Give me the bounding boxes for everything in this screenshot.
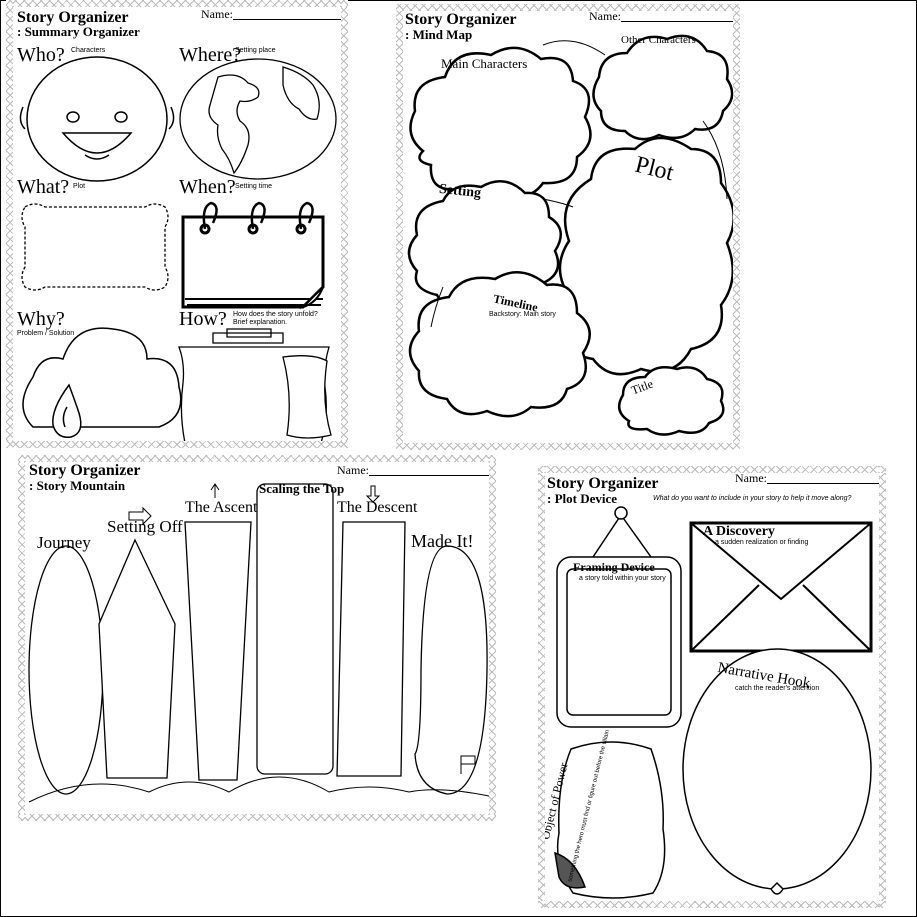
why-label: Why? [17, 308, 65, 330]
plotdevice-name-field[interactable]: Name: [735, 473, 879, 484]
discovery-hint: a sudden realization or finding [715, 539, 809, 546]
mountain-title: Story Organizer [29, 462, 141, 479]
ascent-shape [184, 521, 252, 781]
who-label: Who? [17, 44, 65, 66]
title-cloud [617, 366, 725, 436]
scaling-top-label: Scaling the Top [259, 481, 345, 496]
story-mountain-sheet: Story Organizer : Story Mountain Name: J… [18, 455, 496, 821]
framing-label: Framing Device [573, 560, 655, 574]
envelope-icon [689, 521, 873, 653]
other-characters-cloud [592, 34, 733, 141]
name-label: Name: [337, 463, 369, 477]
discovery-label: A Discovery [703, 524, 775, 539]
scaling-top-shape [256, 483, 334, 775]
cloud-drop-icon [22, 327, 182, 438]
mountain-name-field[interactable]: Name: [337, 463, 489, 476]
name-label: Name: [589, 11, 621, 23]
how-hint-1: How does the story unfold? [233, 311, 318, 318]
journey-label: Journey [37, 533, 91, 552]
mountain-subtitle: : Story Mountain [29, 478, 126, 493]
how-hint-2: Brief explanation. [233, 319, 288, 326]
mindmap-title: Story Organizer [405, 11, 517, 28]
setting-off-label: Setting Off [107, 517, 183, 536]
plot-cloud [558, 136, 733, 376]
name-label: Name: [201, 7, 233, 21]
descent-label: The Descent [337, 499, 418, 516]
where-label: Where? [179, 44, 242, 66]
mind-map-drawing [407, 34, 733, 436]
framing-hint: a story told within your story [579, 575, 666, 582]
setting-off-shape [98, 538, 176, 779]
globe-icon [179, 58, 337, 180]
face-icon [19, 56, 175, 182]
how-label: How? [179, 308, 227, 330]
balloon-icon [682, 648, 872, 895]
mindmap-name-field[interactable]: Name: [589, 11, 733, 22]
who-hint: Characters [71, 47, 106, 54]
picture-frame-icon [556, 506, 682, 728]
bag-icon [178, 328, 332, 441]
other-characters-label: Other Characters [621, 34, 696, 46]
plotdevice-title: Story Organizer [547, 475, 659, 492]
mindmap-subtitle: : Mind Map [405, 27, 473, 42]
descent-shape [336, 521, 406, 777]
summary-subtitle: : Summary Organizer [17, 24, 140, 39]
main-characters-label: Main Characters [441, 56, 528, 71]
summary-title: Story Organizer [17, 9, 129, 26]
why-hint: Problem / Solution [17, 330, 75, 337]
timeline-hint: Backstory: Main story [489, 311, 556, 318]
plot-device-sheet: Story Organizer : Plot Device Name: What… [538, 466, 886, 908]
summary-organizer-sheet: Story Organizer : Summary Organizer Name… [6, 0, 348, 448]
timeline-cloud [408, 271, 591, 418]
what-hint: Plot [73, 183, 86, 190]
where-hint: Setting place [235, 47, 276, 54]
story-mountain-drawing [28, 483, 489, 803]
hook-hint: catch the reader's attention [735, 685, 820, 692]
plotdevice-prompt: What do you want to include in your stor… [653, 495, 852, 502]
summary-name-field[interactable]: Name: [201, 7, 341, 20]
rock-icon [554, 741, 666, 899]
what-label: What? [17, 176, 70, 198]
plotdevice-subtitle: : Plot Device [547, 491, 618, 506]
mind-map-sheet: Story Organizer : Mind Map Name: Main Ch… [396, 4, 740, 450]
when-hint: Setting time [235, 183, 272, 190]
plaque-icon [21, 203, 169, 291]
when-label: When? [179, 176, 236, 198]
calendar-icon [181, 201, 325, 310]
made-it-oval [414, 545, 488, 795]
name-label: Name: [735, 473, 767, 485]
journey-oval [28, 545, 104, 795]
made-it-label: Made It! [411, 531, 474, 551]
summary-drawing [19, 56, 337, 441]
plot-device-drawing [554, 506, 873, 899]
ascent-label: The Ascent [185, 499, 258, 516]
